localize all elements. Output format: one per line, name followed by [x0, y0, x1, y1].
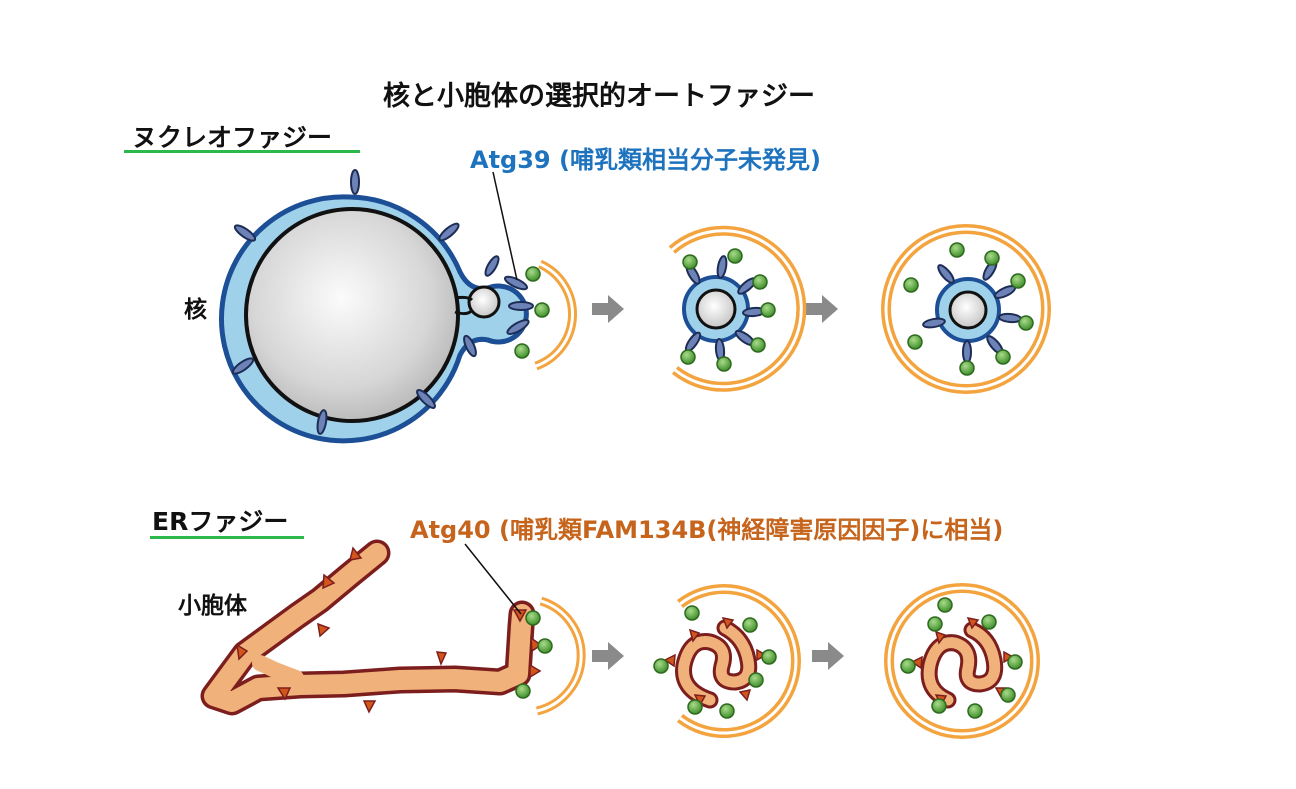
atg40-label: Atg40 (哺乳類FAM134B(神経障害原因因子)に相当) — [410, 516, 1004, 544]
atg39-pointer-line — [492, 171, 518, 281]
large-nucleus — [218, 194, 529, 444]
atg40-triangles — [236, 546, 543, 714]
er-phagy-heading-underline — [150, 536, 304, 539]
atg39-label: Atg39 (哺乳類相当分子未発見) — [470, 146, 821, 174]
atg39-receptors-large — [231, 169, 500, 435]
er-label: 小胞体 — [178, 593, 247, 619]
arrow-4 — [812, 642, 844, 670]
arrow-2 — [806, 295, 838, 323]
er-phagy-heading: ERファジー — [152, 507, 289, 536]
atg40-pointer-line — [464, 543, 522, 615]
nucleophagy-stage-2 — [668, 225, 807, 392]
nucleus-label: 核 — [184, 297, 207, 323]
er-phagy-stage-2 — [653, 584, 801, 738]
nucleus-body — [244, 207, 460, 423]
nucleophagy-heading-underline — [124, 150, 360, 153]
phagophore-er — [535, 596, 586, 716]
diagram-title: 核と小胞体の選択的オートファジー — [383, 81, 815, 112]
er-network — [200, 539, 536, 716]
er-atg8 — [515, 610, 553, 699]
nucleophagy-stage-3 — [881, 224, 1051, 394]
nuclear-bud — [467, 285, 501, 319]
bud-receptors — [503, 266, 550, 359]
arrow-1 — [592, 295, 624, 323]
nucleophagy-heading: ヌクレオファジー — [132, 123, 333, 152]
arrow-3 — [592, 642, 624, 670]
er-phagy-stage-3 — [884, 583, 1040, 739]
